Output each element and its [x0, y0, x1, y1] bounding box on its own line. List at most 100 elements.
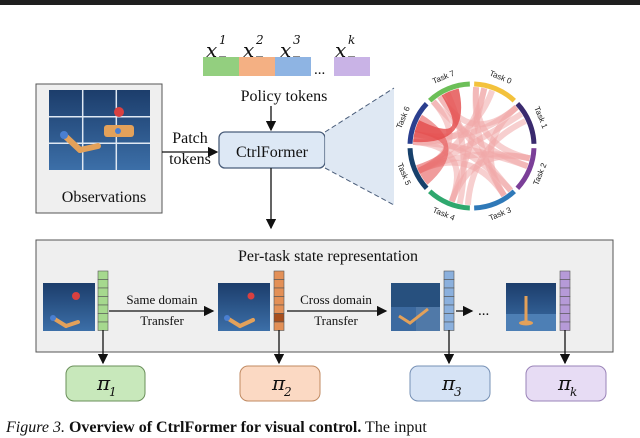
chord-ribbon: [414, 114, 449, 185]
task-image-1: [43, 283, 95, 331]
svg-text:1: 1: [219, 33, 227, 47]
policy-token-bar-1: [203, 57, 239, 76]
policy-token-bar-k: [334, 57, 370, 76]
svg-text:2: 2: [255, 33, 264, 47]
svg-text:π: π: [441, 371, 456, 395]
policy-tokens-group: x π 1 x π 2 x π 3 x π k ... Policy token…: [203, 33, 370, 132]
token-cell: [559, 321, 571, 331]
token-cell: [559, 304, 571, 314]
chord-task-label: Task 5: [395, 162, 412, 187]
svg-text:x: x: [206, 38, 217, 62]
task-image-2: [218, 283, 270, 331]
per-task-title: Per-task state representation: [238, 248, 418, 265]
chord-arc: [473, 189, 516, 211]
chord-task-label: Task 7: [431, 68, 456, 85]
policy-token-bar-3: [275, 57, 311, 76]
patch-tokens-connector: Patch tokens: [162, 130, 219, 168]
token-cell: [559, 313, 571, 323]
svg-text:x: x: [280, 38, 291, 62]
token-cell: [273, 279, 285, 289]
caption-bold-text: Overview of CtrlFormer for visual contro…: [68, 419, 362, 436]
task-image-4: [506, 283, 556, 331]
chord-arc: [515, 102, 537, 145]
token-cell: [443, 287, 455, 297]
policy-tokens-label: Policy tokens: [241, 88, 328, 105]
token-cell: [559, 287, 571, 297]
token-cell: [443, 279, 455, 289]
token-cell: [273, 304, 285, 314]
token-cell: [559, 270, 571, 280]
chord-task-label: Task 0: [488, 69, 513, 86]
same-domain-label: Same domain: [126, 292, 198, 307]
chord-task-label: Task 3: [488, 205, 513, 222]
ctrlformer-label: CtrlFormer: [236, 144, 309, 161]
token-cell: [443, 321, 455, 331]
svg-text:3: 3: [293, 33, 301, 47]
token-column-4: [559, 270, 571, 331]
svg-text:3: 3: [454, 385, 462, 399]
cross-domain-label: Cross domain: [300, 292, 372, 307]
chord-arc: [473, 81, 516, 103]
svg-text:x: x: [335, 38, 346, 62]
chord-task-label: Task 6: [395, 105, 412, 130]
ctrlformer-overview-figure: x π 1 x π 2 x π 3 x π k ... Policy token…: [35, 33, 614, 402]
patch-tokens-label-line1: Patch: [172, 130, 208, 147]
token-cell: [97, 270, 109, 280]
chord-arc: [407, 102, 429, 145]
token-cell: [273, 321, 285, 331]
svg-text:k: k: [348, 33, 355, 47]
patch-tokens-label-line2: tokens: [169, 151, 211, 168]
token-cell: [443, 304, 455, 314]
caption-label: Figure 3.: [6, 419, 65, 436]
token-cell: [273, 287, 285, 297]
ctrlformer-block: CtrlFormer: [218, 131, 326, 230]
svg-text:π: π: [557, 371, 572, 395]
svg-text:k: k: [570, 385, 577, 399]
observations-panel: Observations: [35, 83, 163, 214]
chord-task-label: Task 1: [532, 105, 549, 130]
chord-arc: [407, 147, 429, 190]
policy-tokens-ellipsis: ...: [314, 62, 325, 78]
token-cell: [97, 321, 109, 331]
policy-head-1: π 1: [65, 365, 146, 402]
observations-label: Observations: [62, 189, 146, 206]
chord-task-label: Task 4: [431, 205, 456, 222]
token-cell: [559, 296, 571, 306]
token-cell: [443, 313, 455, 323]
token-cell: [97, 296, 109, 306]
chord-arc: [428, 189, 471, 211]
token-column-2: [273, 270, 285, 331]
svg-text:1: 1: [109, 385, 117, 399]
token-cell: [97, 304, 109, 314]
token-cell: [273, 313, 285, 323]
token-column-1: [97, 270, 109, 331]
per-task-panel: Per-task state representation Same domai…: [35, 239, 614, 353]
token-cell: [443, 270, 455, 280]
policy-head-3: π 3: [409, 365, 491, 402]
svg-text:2: 2: [283, 385, 292, 399]
token-cell: [273, 296, 285, 306]
attention-chord-diagram: Task 0 Task 1 Task 2 Task 3 Task 4 Task 5 Task…: [395, 68, 550, 222]
figure-caption: Figure 3. Overview of CtrlFormer for vis…: [6, 419, 640, 437]
token-cell: [97, 287, 109, 297]
transfer-label-2: Transfer: [314, 313, 358, 328]
caption-text: The input: [365, 419, 427, 436]
chord-link: [412, 138, 529, 169]
policy-head-k: π k: [525, 365, 607, 402]
token-cell: [443, 296, 455, 306]
transfer-label-1: Transfer: [140, 313, 184, 328]
chord-arc: [515, 147, 537, 190]
token-cell: [97, 279, 109, 289]
policy-arrows: [97, 330, 571, 365]
policy-token-bar-2: [239, 57, 275, 76]
token-cell: [97, 313, 109, 323]
svg-text:x: x: [243, 38, 254, 62]
token-cell: [559, 279, 571, 289]
token-column-3: [443, 270, 455, 331]
svg-text:π: π: [271, 371, 286, 395]
task-image-3: [391, 283, 440, 331]
token-cell: [273, 270, 285, 280]
chord-task-label: Task 2: [531, 161, 548, 186]
policy-head-2: π 2: [239, 365, 321, 402]
zoom-projection: [324, 87, 395, 206]
